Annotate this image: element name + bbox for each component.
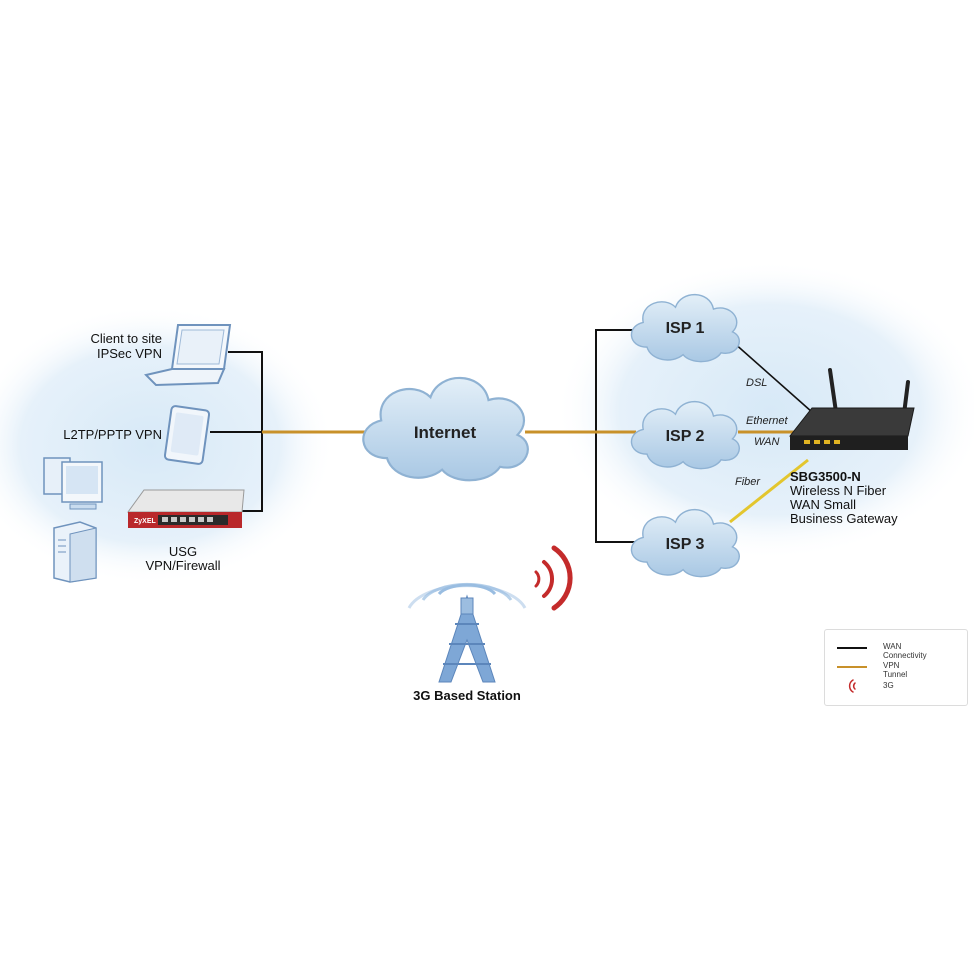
usg-firewall-icon: ZyXEL xyxy=(127,489,245,528)
ipsec-line-1: Client to site xyxy=(90,331,162,346)
usg-line-1: USG xyxy=(168,544,198,559)
server-tower-icon xyxy=(53,521,97,583)
gateway-desc-2: WAN Small xyxy=(790,497,856,512)
usg-line-2: VPN/Firewall xyxy=(145,558,221,573)
fiber-link xyxy=(729,458,809,524)
usg-label: USG VPN/Firewall xyxy=(128,545,238,573)
legend-3g-signal-icon xyxy=(848,679,856,693)
legend-vpn-swatch xyxy=(837,666,867,668)
tablet-icon xyxy=(163,405,211,465)
isp-bus-line xyxy=(595,329,636,543)
3g-signal-icon xyxy=(534,545,573,611)
l2tp-vpn-label: L2TP/PPTP VPN xyxy=(63,427,162,442)
svg-text:ZyXEL: ZyXEL xyxy=(134,518,157,525)
legend-wan-text: WAN Connectivity xyxy=(883,642,927,660)
wan-link-label: WAN xyxy=(754,436,780,448)
gateway-model: SBG3500-N xyxy=(790,469,861,484)
desktop-monitor-icon xyxy=(43,457,103,510)
isp-3-label: ISP 3 xyxy=(665,536,705,553)
isp-2-label: ISP 2 xyxy=(665,428,705,445)
legend-wan-swatch xyxy=(837,647,867,649)
fiber-link-label: Fiber xyxy=(735,476,761,488)
internet-label: Internet xyxy=(413,423,477,442)
dsl-link xyxy=(732,341,813,413)
ipsec-line-2: IPSec VPN xyxy=(96,346,162,361)
legend-vpn-text: VPN Tunnel xyxy=(883,661,908,679)
dsl-link-label: DSL xyxy=(746,377,768,389)
legend-3g-text: 3G xyxy=(883,681,894,690)
3g-tower-icon xyxy=(407,582,527,683)
station-label: 3G Based Station xyxy=(413,688,521,703)
ipsec-vpn-label: Client to site IPSec VPN xyxy=(70,331,162,361)
gateway-label: SBG3500-N Wireless N Fiber WAN Small Bus… xyxy=(790,470,898,526)
ethernet-link-label: Ethernet xyxy=(746,415,788,427)
gateway-desc-3: Business Gateway xyxy=(790,511,898,526)
isp-1-label: ISP 1 xyxy=(665,320,705,337)
gateway-desc-1: Wireless N Fiber xyxy=(790,483,887,498)
gateway-router-icon xyxy=(788,368,915,450)
laptop-icon xyxy=(144,324,232,387)
legend: WAN Connectivity VPN Tunnel 3G xyxy=(824,629,968,706)
